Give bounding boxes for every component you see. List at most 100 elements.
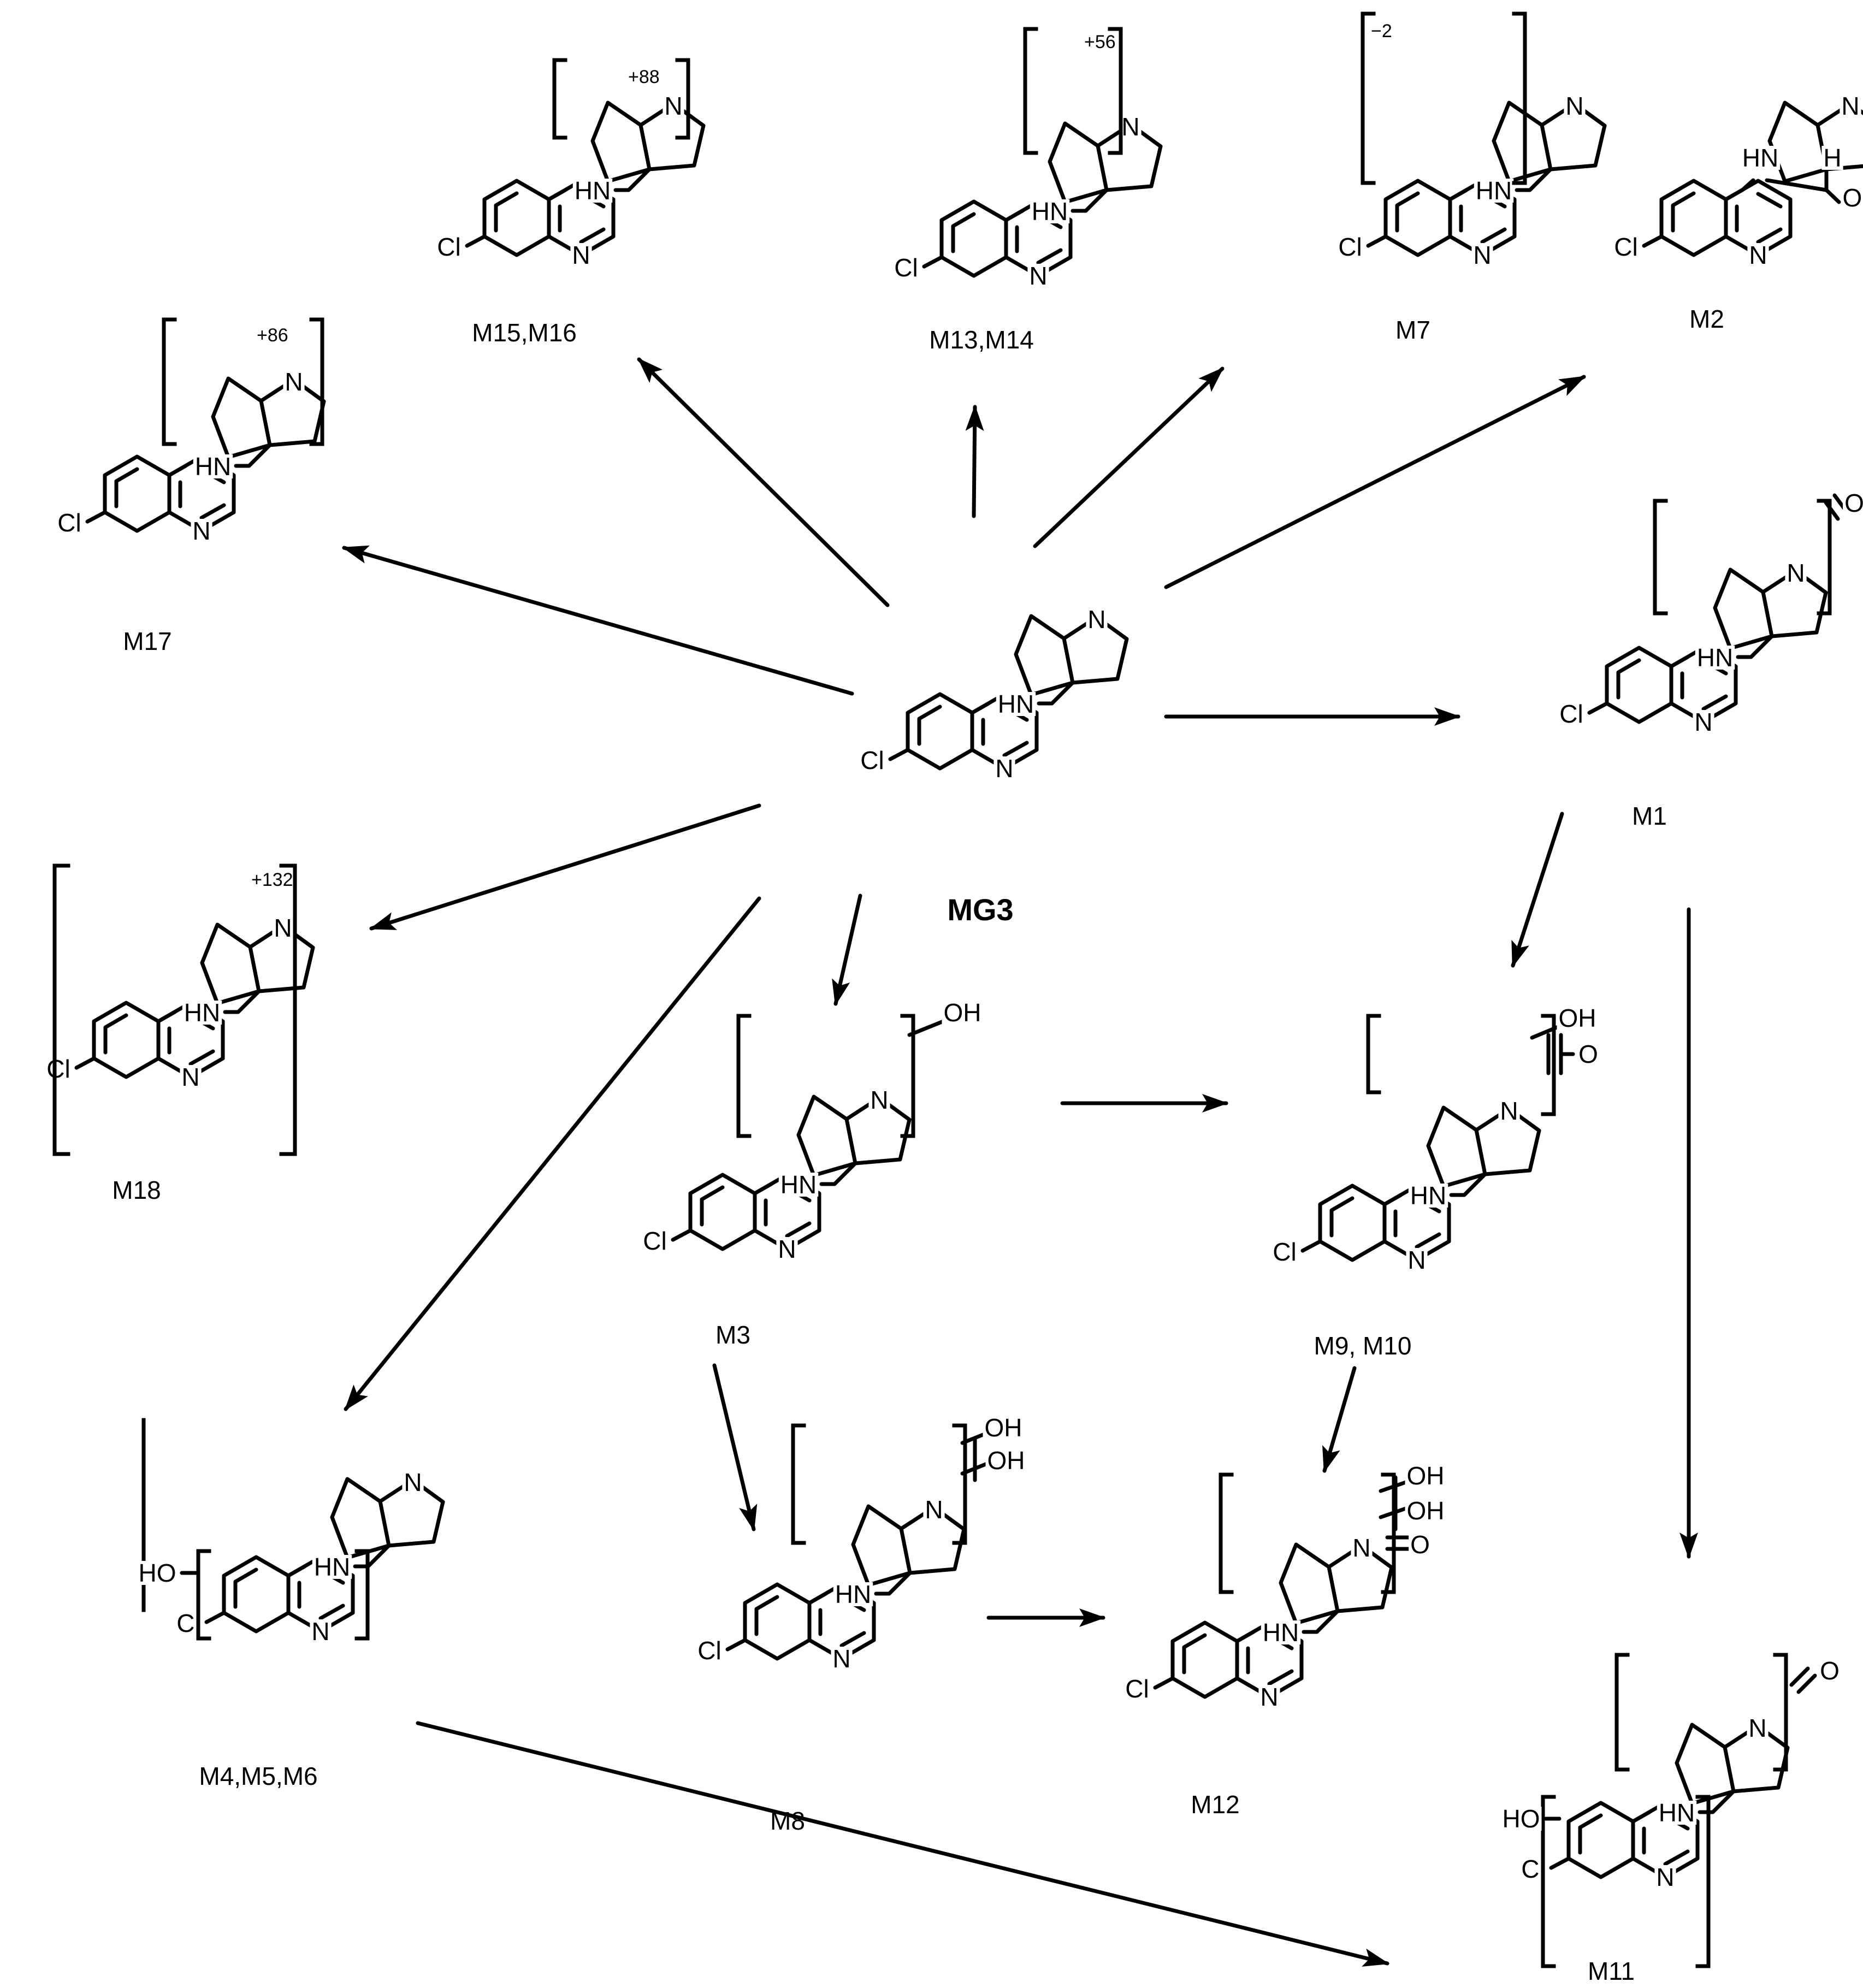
atom-label-mask xyxy=(312,1555,352,1579)
svg-text:OH: OH xyxy=(1559,1004,1596,1032)
atom-label-mask xyxy=(1747,1716,1769,1740)
atom-label-mask xyxy=(1409,1533,1432,1557)
svg-text:M12: M12 xyxy=(1191,1790,1239,1819)
atom-label-mask xyxy=(1261,1620,1301,1644)
svg-text:N: N xyxy=(1352,1534,1370,1562)
svg-text:OH: OH xyxy=(1407,1496,1445,1525)
atom-label-mask xyxy=(1258,1685,1280,1709)
svg-text:Cl: Cl xyxy=(57,508,81,537)
molecule-m17: N HN N Cl +86 M17 xyxy=(56,317,324,655)
atom-label-mask xyxy=(1693,710,1714,734)
atom-label-mask xyxy=(1564,94,1586,118)
svg-text:N: N xyxy=(1787,559,1805,587)
svg-text:HN: HN xyxy=(998,690,1034,718)
atom-label-mask xyxy=(182,1001,222,1025)
atom-label-mask xyxy=(1821,146,1843,170)
svg-text:M13,M14: M13,M14 xyxy=(929,326,1034,354)
arrow-mg3-to-m4 xyxy=(344,896,761,1411)
atom-label-mask xyxy=(1336,235,1364,259)
svg-text:M8: M8 xyxy=(770,1807,805,1835)
svg-text:HO: HO xyxy=(1503,1804,1540,1833)
atom-label-mask xyxy=(193,454,233,478)
arrow-m9-to-m12 xyxy=(1322,1366,1357,1473)
arrow-m4-to-m11 xyxy=(416,1721,1389,1967)
svg-text:Cl: Cl xyxy=(1125,1675,1149,1703)
svg-text:N: N xyxy=(1473,241,1491,269)
atom-label-mask xyxy=(641,1229,669,1253)
svg-text:+56: +56 xyxy=(1084,32,1116,52)
svg-text:N: N xyxy=(404,1468,422,1496)
label-mg3: MG3 xyxy=(947,892,1013,927)
svg-text:Cl: Cl xyxy=(643,1227,666,1255)
svg-text:N: N xyxy=(274,914,292,942)
svg-text:N: N xyxy=(778,1235,796,1263)
svg-text:N: N xyxy=(995,754,1013,783)
atom-label-mask xyxy=(1406,1248,1428,1272)
molecule-m3: N HN N Cl OH M3 xyxy=(641,998,983,1349)
atom-label-mask xyxy=(1577,1042,1600,1066)
svg-text:HN: HN xyxy=(1410,1181,1446,1210)
svg-text:OH: OH xyxy=(1407,1462,1445,1490)
atom-label-mask xyxy=(1657,1801,1697,1825)
svg-text:Cl: Cl xyxy=(1521,1855,1545,1883)
atom-label-mask xyxy=(180,1065,202,1089)
molecule-m2: N HN H OH N Cl M2 xyxy=(1612,92,1863,333)
molecule-m11: N HN N Cl O HO M11 xyxy=(1500,1653,1841,1985)
svg-text:Cl: Cl xyxy=(894,253,918,282)
arrow-m3-to-m8 xyxy=(712,1363,758,1531)
svg-text:OH: OH xyxy=(944,998,981,1027)
atom-label-mask xyxy=(993,756,1015,780)
svg-text:Cl: Cl xyxy=(176,1609,200,1637)
svg-text:+88: +88 xyxy=(628,67,660,87)
svg-text:HN: HN xyxy=(575,176,611,205)
svg-text:HN: HN xyxy=(314,1553,350,1581)
atom-label-mask xyxy=(1841,186,1863,210)
arrow-mg3-to-m18 xyxy=(369,803,761,931)
molecule-m12: N HN N Cl OH OH O M12 xyxy=(1123,1462,1446,1819)
atom-label-mask xyxy=(1123,1677,1151,1701)
atom-label-mask xyxy=(696,1638,723,1662)
svg-text:N: N xyxy=(1260,1683,1278,1711)
svg-text:O: O xyxy=(1820,1656,1840,1685)
svg-text:Cl: Cl xyxy=(697,1636,721,1665)
atom-label-mask xyxy=(1086,607,1108,631)
svg-text:N: N xyxy=(181,1063,199,1091)
svg-text:M9, M10: M9, M10 xyxy=(1314,1332,1412,1360)
svg-text:HN: HN xyxy=(780,1170,817,1199)
atom-label-mask xyxy=(1271,1240,1298,1264)
atom-label-mask xyxy=(1612,235,1640,259)
svg-text:HN: HN xyxy=(1742,144,1778,172)
svg-text:OH: OH xyxy=(987,1446,1025,1475)
svg-text:M1: M1 xyxy=(1632,802,1667,830)
atom-label-mask xyxy=(985,1448,1027,1472)
atom-label-mask xyxy=(868,1088,890,1112)
svg-text:N: N xyxy=(572,241,590,269)
atom-label-mask xyxy=(1500,1807,1542,1831)
svg-text:N: N xyxy=(870,1086,888,1114)
atom-label-mask xyxy=(1818,1659,1841,1683)
svg-text:OH: OH xyxy=(985,1413,1022,1442)
svg-text:O: O xyxy=(1578,1040,1598,1068)
svg-text:M18: M18 xyxy=(112,1176,161,1204)
svg-text:Cl: Cl xyxy=(46,1055,70,1083)
atom-label-mask xyxy=(1558,702,1585,726)
svg-text:N: N xyxy=(1121,113,1139,141)
svg-text:N: N xyxy=(311,1617,329,1646)
molecule-m1: N HN N Cl O M1 xyxy=(1558,489,1863,830)
svg-text:H: H xyxy=(1823,144,1841,172)
atom-label-mask xyxy=(831,1647,853,1671)
svg-text:HN: HN xyxy=(1697,643,1733,672)
pathway-arrows xyxy=(342,357,1698,1967)
atom-label-mask xyxy=(1785,561,1807,585)
svg-text:HN: HN xyxy=(184,998,220,1027)
molecule-m7: N HN N Cl −2 M7 xyxy=(1336,11,1605,344)
arrow-mg3-to-m2 xyxy=(1164,375,1586,589)
svg-text:+86: +86 xyxy=(257,325,288,346)
svg-text:N: N xyxy=(1029,262,1047,290)
molecule-m13-m14: N HN N Cl +56 M13,M14 xyxy=(892,27,1161,354)
atom-label-mask xyxy=(137,1561,178,1585)
svg-text:M2: M2 xyxy=(1689,305,1724,333)
atom-label-mask xyxy=(1405,1464,1446,1488)
atom-label-mask xyxy=(996,692,1036,716)
atom-label-mask xyxy=(892,256,920,280)
